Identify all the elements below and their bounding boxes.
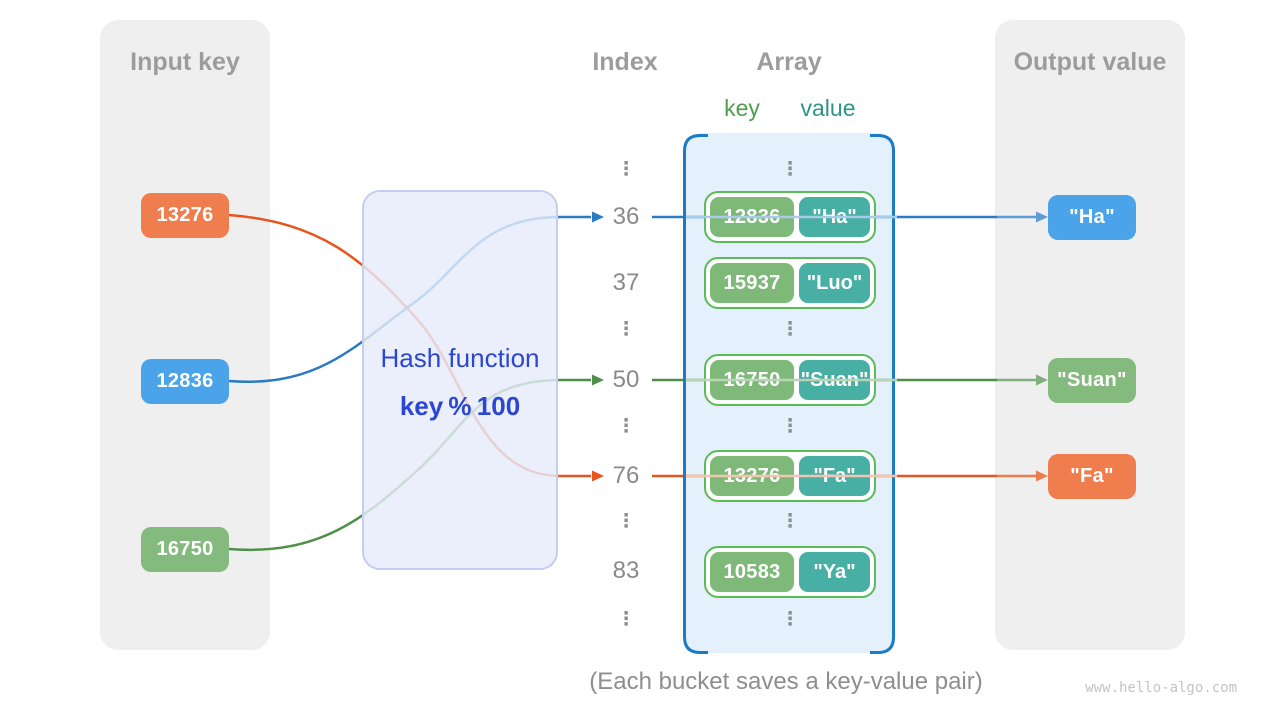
array-ellipsis: ⋮	[780, 319, 800, 340]
array-ellipsis: ⋮	[780, 609, 800, 630]
bucket-value: "Ha"	[799, 197, 870, 237]
input-panel-title: Input key	[130, 48, 240, 76]
index-ellipsis: ⋮	[616, 416, 636, 437]
output-value-suan: "Suan"	[1048, 358, 1136, 403]
index-83: 83	[612, 557, 640, 584]
hash-function-label: Hash function key % 100	[362, 343, 558, 422]
bucket-key: 10583	[710, 552, 794, 592]
hash-function-formula: key % 100	[399, 391, 521, 421]
input-key-13276: 13276	[141, 193, 229, 238]
output-value-ha: "Ha"	[1048, 195, 1136, 240]
index-76: 76	[612, 462, 640, 489]
array-ellipsis: ⋮	[780, 416, 800, 437]
index-36: 36	[612, 203, 640, 230]
bucket-key: 16750	[710, 360, 794, 400]
array-ellipsis: ⋮	[780, 511, 800, 532]
index-ellipsis: ⋮	[616, 511, 636, 532]
bucket-key: 13276	[710, 456, 794, 496]
output-value-fa: "Fa"	[1048, 454, 1136, 499]
input-key-16750: 16750	[141, 527, 229, 572]
bucket-key: 15937	[710, 263, 794, 303]
bucket-index-83: 10583 "Ya"	[704, 546, 876, 598]
index-ellipsis: ⋮	[616, 609, 636, 630]
array-key-header: key	[724, 95, 760, 121]
index-ellipsis: ⋮	[616, 159, 636, 180]
index-37: 37	[612, 269, 640, 296]
output-panel	[995, 20, 1185, 650]
bucket-value: "Luo"	[799, 263, 870, 303]
index-ellipsis: ⋮	[616, 319, 636, 340]
index-column-title: Index	[592, 48, 658, 76]
watermark: www.hello-algo.com	[1085, 680, 1237, 696]
array-value-header: value	[800, 95, 856, 121]
hash-function-title: Hash function	[380, 343, 540, 373]
bucket-index-36: 12836 "Ha"	[704, 191, 876, 243]
bucket-value: "Ya"	[799, 552, 870, 592]
index-50: 50	[612, 366, 640, 393]
array-ellipsis: ⋮	[780, 159, 800, 180]
bucket-index-50: 16750 "Suan"	[704, 354, 876, 406]
bucket-key: 12836	[710, 197, 794, 237]
output-panel-title: Output value	[1013, 48, 1167, 76]
diagram-caption: (Each bucket saves a key-value pair)	[589, 668, 983, 695]
input-key-12836: 12836	[141, 359, 229, 404]
bucket-value: "Fa"	[799, 456, 870, 496]
array-panel-title: Array	[756, 48, 822, 76]
bucket-index-37: 15937 "Luo"	[704, 257, 876, 309]
hash-function-box	[362, 190, 558, 570]
bucket-value: "Suan"	[799, 360, 870, 400]
bucket-index-76: 13276 "Fa"	[704, 450, 876, 502]
